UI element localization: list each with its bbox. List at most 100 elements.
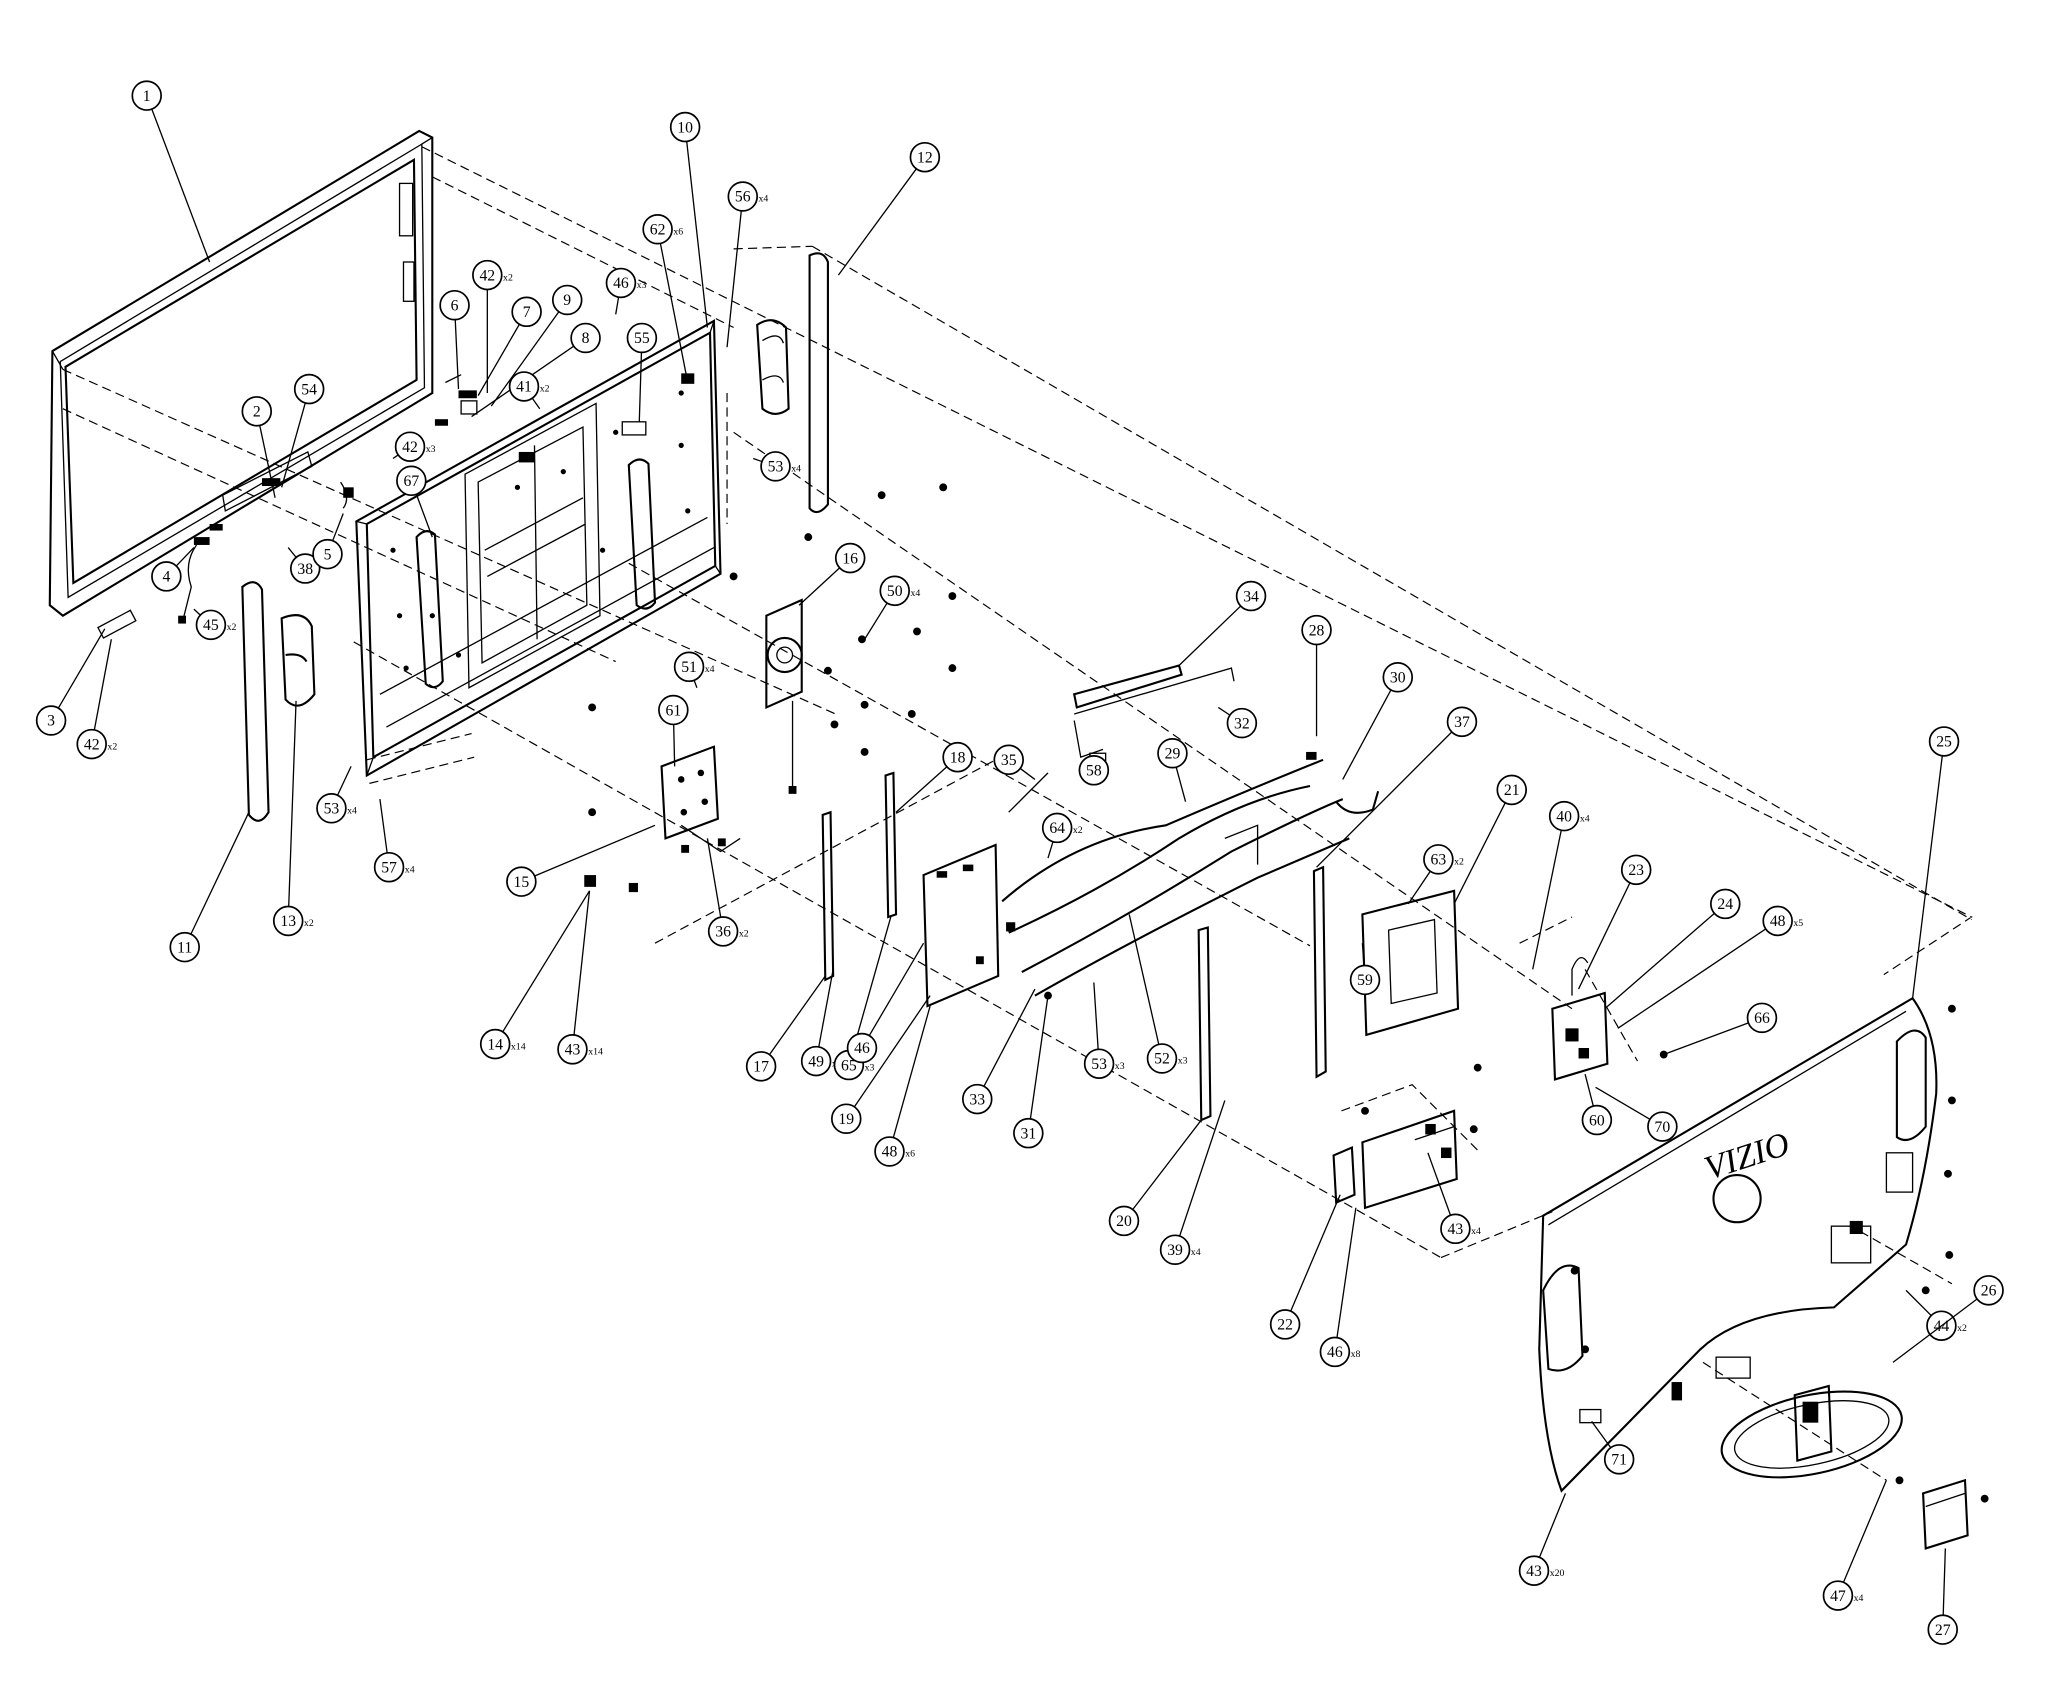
callout-45: 45 x2 bbox=[194, 609, 237, 639]
callout-leader-line bbox=[1176, 767, 1185, 802]
callout-leader-line bbox=[194, 609, 200, 615]
callout-number: 31 bbox=[1020, 1125, 1036, 1142]
callout-leader-line bbox=[1179, 606, 1241, 665]
callout-number: 4 bbox=[162, 569, 170, 586]
callout-55: 55 bbox=[627, 324, 656, 422]
callout-number: 24 bbox=[1717, 896, 1733, 913]
callout-leader-line bbox=[694, 680, 697, 687]
callout-11: 11 bbox=[170, 812, 249, 961]
callout-number: 45 bbox=[203, 617, 219, 634]
callout-leader-line bbox=[674, 724, 675, 766]
callout-leader-line bbox=[660, 243, 687, 382]
callout-leader-line bbox=[532, 398, 539, 408]
callout-quantity: x4 bbox=[758, 194, 768, 205]
callout-number: 9 bbox=[563, 292, 571, 309]
callout-quantity: x4 bbox=[405, 864, 415, 875]
callout-leader-line bbox=[1592, 1421, 1611, 1447]
callout-number: 6 bbox=[451, 297, 459, 314]
callout-number: 42 bbox=[479, 267, 495, 284]
callout-number: 19 bbox=[838, 1111, 854, 1128]
callout-42: 42 x3 bbox=[393, 432, 436, 461]
callout-1: 1 bbox=[132, 81, 209, 262]
strips-20-39 bbox=[1199, 867, 1326, 1120]
callout-number: 50 bbox=[887, 583, 903, 600]
callout-60: 60 bbox=[1582, 1074, 1611, 1134]
callout-quantity: x4 bbox=[1580, 813, 1590, 824]
callout-67: 67 bbox=[397, 466, 432, 537]
callout-quantity: x3 bbox=[637, 280, 647, 291]
callout-leader-line bbox=[338, 766, 352, 795]
callout-quantity: x3 bbox=[426, 444, 436, 455]
callout-number: 20 bbox=[1116, 1213, 1132, 1230]
callout-number: 43 bbox=[1526, 1563, 1542, 1580]
callout-22: 22 bbox=[1271, 1195, 1340, 1339]
callout-leader-line bbox=[1048, 842, 1053, 858]
callout-number: 43 bbox=[1448, 1221, 1464, 1238]
callout-leader-line bbox=[288, 548, 296, 558]
callout-leader-line bbox=[260, 425, 275, 497]
callout-quantity: x3 bbox=[1115, 1061, 1125, 1072]
callout-quantity: x6 bbox=[905, 1149, 915, 1160]
callout-number: 55 bbox=[634, 330, 650, 347]
av-bracket-22 bbox=[1334, 1111, 1457, 1208]
callout-number: 46 bbox=[854, 1040, 870, 1057]
callout-number: 57 bbox=[381, 859, 397, 876]
bracket-61 bbox=[584, 747, 740, 892]
callout-number: 54 bbox=[301, 381, 317, 398]
callout-number: 41 bbox=[516, 379, 532, 396]
callout-number: 71 bbox=[1611, 1452, 1627, 1469]
callout-quantity: x2 bbox=[1454, 857, 1464, 868]
callout-number: 52 bbox=[1154, 1051, 1170, 1068]
callout-59: 59 bbox=[1351, 943, 1380, 994]
callout-66: 66 bbox=[1664, 1003, 1777, 1054]
callout-number: 23 bbox=[1628, 862, 1644, 879]
callout-quantity: x14 bbox=[511, 1041, 526, 1052]
callout-leader-line bbox=[1664, 1023, 1749, 1055]
callout-number: 8 bbox=[582, 330, 590, 347]
callout-quantity: x3 bbox=[1178, 1056, 1188, 1067]
callout-number: 64 bbox=[1049, 820, 1065, 837]
callout-number: 56 bbox=[735, 189, 751, 206]
callout-quantity: x2 bbox=[739, 929, 749, 940]
callout-quantity: x2 bbox=[1073, 825, 1083, 836]
callout-number: 18 bbox=[950, 749, 966, 766]
callout-leader-line bbox=[1605, 913, 1715, 1008]
callout-leader-line bbox=[1913, 756, 1943, 998]
callout-number: 12 bbox=[917, 149, 933, 166]
callout-number: 37 bbox=[1454, 714, 1470, 731]
callout-quantity: x2 bbox=[227, 622, 237, 633]
callout-leader-line bbox=[1133, 1120, 1202, 1209]
callout-57: 57 x4 bbox=[375, 799, 415, 882]
callout-quantity: x14 bbox=[588, 1047, 603, 1058]
callout-number: 1 bbox=[143, 88, 151, 105]
callout-number: 29 bbox=[1165, 745, 1181, 762]
callout-number: 53 bbox=[324, 801, 340, 818]
front-bezel bbox=[50, 131, 433, 616]
callout-29: 29 bbox=[1158, 739, 1187, 802]
callout-number: 32 bbox=[1234, 715, 1250, 732]
callout-leader-line bbox=[687, 141, 708, 327]
callout-20: 20 bbox=[1110, 1120, 1202, 1235]
callout-58: 58 bbox=[1079, 756, 1108, 785]
callout-number: 42 bbox=[402, 439, 418, 456]
callout-leader-line bbox=[152, 109, 210, 262]
callout-number: 60 bbox=[1589, 1112, 1605, 1129]
callout-4: 4 bbox=[152, 548, 194, 591]
callout-5: 5 bbox=[313, 514, 343, 569]
callout-3: 3 bbox=[37, 629, 105, 735]
callout-number: 53 bbox=[768, 459, 784, 476]
callout-number: 13 bbox=[280, 913, 296, 930]
callout-leader-line bbox=[1337, 1208, 1356, 1338]
